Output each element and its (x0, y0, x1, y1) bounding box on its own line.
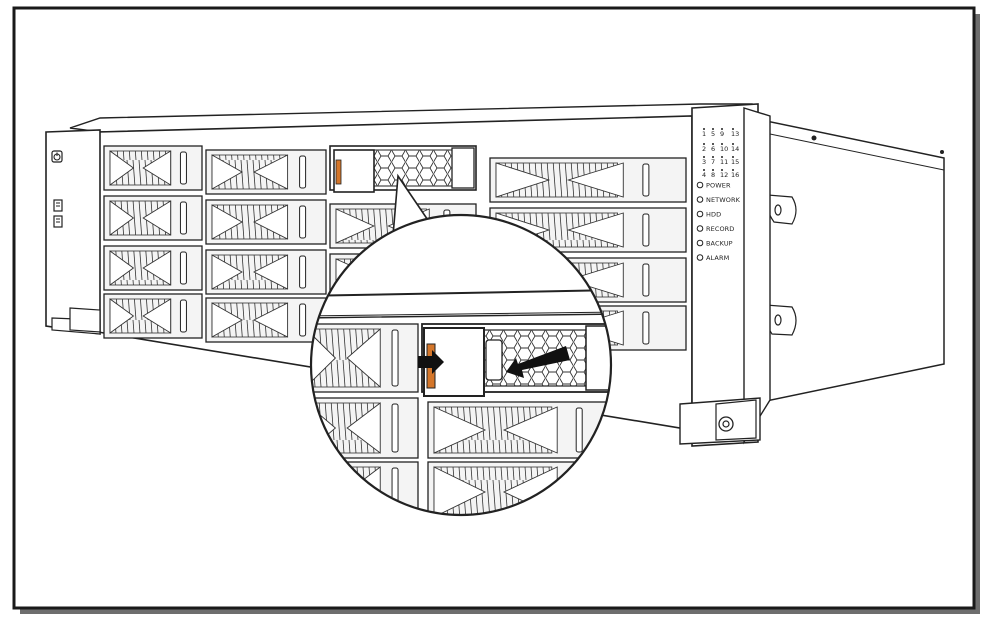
hdd-led-number: 13 (731, 130, 739, 138)
hdd-led-dot (712, 156, 714, 158)
usb-port-lower[interactable] (53, 215, 63, 228)
hdd-led-number: 9 (720, 130, 724, 138)
chassis-side-panel (751, 117, 945, 405)
hdd-led-number: 1 (702, 130, 706, 138)
drive-bay-2[interactable] (103, 195, 203, 241)
status-label-power: POWER (706, 182, 731, 190)
hdd-led-number: 14 (731, 145, 739, 153)
status-label-record: RECORD (706, 225, 734, 233)
hdd-led-dot (732, 169, 734, 171)
usb-port-upper[interactable] (53, 199, 63, 212)
status-label-network: NETWORK (706, 196, 741, 204)
drive-bay-14[interactable] (489, 207, 687, 253)
hdd-led-dot (721, 169, 723, 171)
drive-bay-7[interactable] (205, 249, 327, 295)
hdd-led-dot (703, 143, 705, 145)
hdd-led-dot (712, 128, 714, 130)
status-led-list: POWER NETWORK HDD RECORD BACKUP ALARM (696, 181, 741, 262)
hdd-led-number: 15 (731, 158, 739, 166)
status-led-power (696, 181, 704, 189)
drive-bay-4[interactable] (103, 293, 203, 339)
side-screw-corner (940, 150, 944, 154)
hdd-led-number: 8 (711, 171, 715, 179)
hdd-led-number: 2 (702, 145, 706, 153)
hdd-led-number: 5 (711, 130, 715, 138)
left-rack-ear (45, 129, 101, 335)
pull-out-arrow (506, 346, 570, 378)
zoom-bay-1[interactable] (300, 323, 419, 393)
hdd-led-dot (703, 169, 705, 171)
rail-slot-lower (764, 304, 797, 336)
hdd-led-dot (703, 156, 705, 158)
status-led-hdd (696, 210, 704, 218)
latch-accent (335, 159, 342, 185)
status-label-backup: BACKUP (706, 240, 733, 248)
hdd-led-number: 6 (711, 145, 715, 153)
hdd-led-dot (712, 169, 714, 171)
status-led-alarm (696, 254, 704, 261)
drive-bay-8[interactable] (205, 297, 327, 343)
hdd-led-dot (721, 143, 723, 145)
status-label-alarm: ALARM (706, 254, 729, 262)
hdd-led-number: 3 (702, 158, 706, 166)
hdd-led-dot (721, 156, 723, 158)
hdd-led-dot (732, 128, 734, 130)
front-indicator-panel (679, 103, 771, 447)
side-panel-rail (769, 133, 945, 171)
hdd-led-number: 16 (731, 171, 739, 179)
status-led-backup (696, 239, 704, 247)
hdd-led-dot (732, 143, 734, 145)
hdd-led-dot (712, 143, 714, 145)
side-screw-top (811, 135, 817, 141)
hdd-led-number: 4 (702, 171, 706, 179)
hdd-led-dot (703, 128, 705, 130)
hdd-led-number: 7 (711, 158, 715, 166)
power-button[interactable] (51, 150, 63, 163)
drive-bay-3[interactable] (103, 245, 203, 291)
drive-bay-5[interactable] (205, 149, 327, 195)
status-led-network (696, 196, 704, 203)
hdd-led-number: 10 (720, 145, 728, 153)
drive-bay-13[interactable] (489, 157, 687, 203)
drive-bay-6[interactable] (205, 199, 327, 245)
hdd-led-number: 12 (720, 171, 728, 179)
hdd-led-dot (732, 156, 734, 158)
press-latch-arrow (418, 350, 444, 374)
zoom-bay-4[interactable] (427, 401, 618, 459)
status-led-record (696, 225, 704, 232)
status-label-hdd: HDD (706, 211, 721, 219)
drive-bay-1[interactable] (103, 145, 203, 191)
hdd-led-number: 11 (720, 158, 728, 166)
hdd-led-dot (721, 128, 723, 130)
